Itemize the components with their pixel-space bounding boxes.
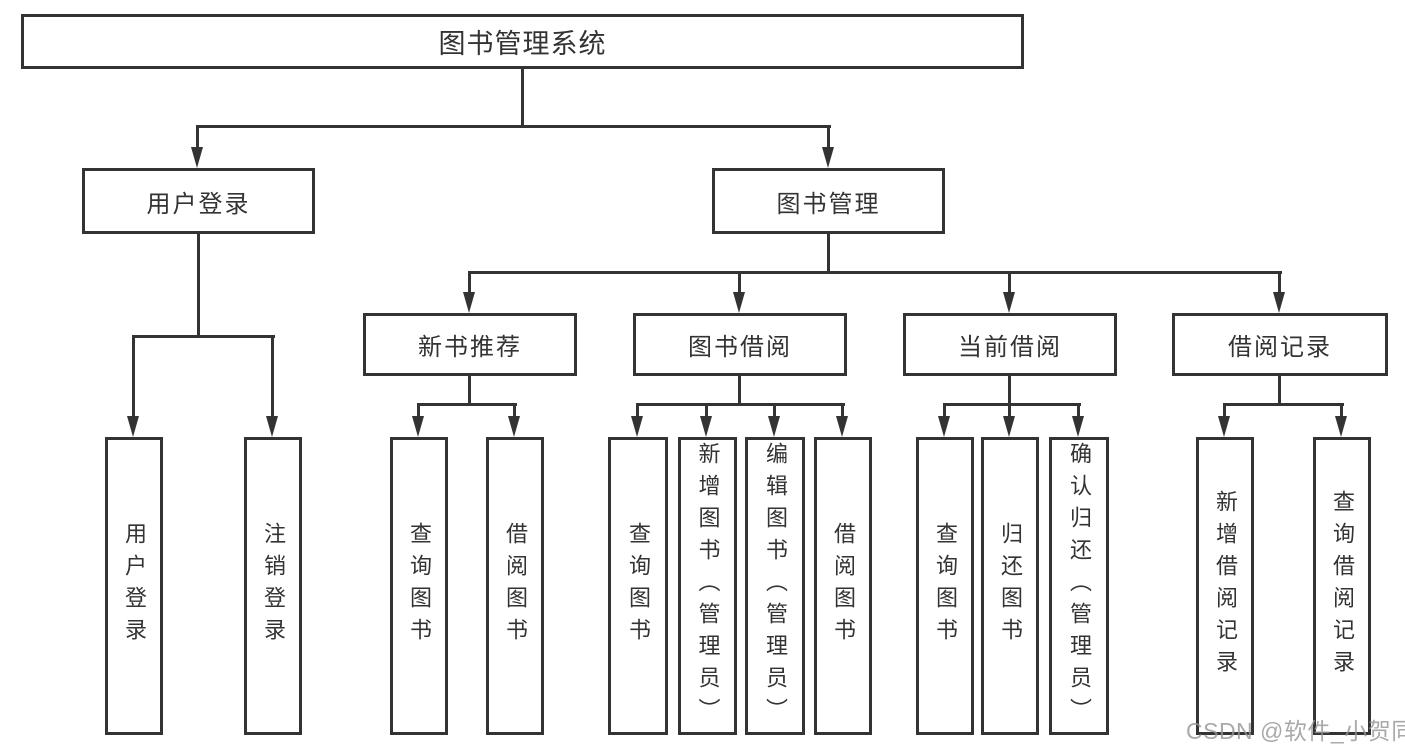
connector-newbooks-stub <box>468 375 471 406</box>
connector-borrowing-stub <box>738 375 741 406</box>
connector-stem <box>513 403 516 419</box>
node-user-login: 用户登录 <box>82 168 315 234</box>
leaf-records-query: 查询借阅记录 <box>1313 437 1371 735</box>
arrowhead-down-icon <box>1218 416 1230 437</box>
node-book-borrowing: 图书借阅 <box>633 313 847 376</box>
connector-stem <box>1223 403 1226 419</box>
arrowhead-down-icon <box>266 416 278 437</box>
connector-stem <box>1340 403 1343 419</box>
arrowhead-down-icon <box>733 292 745 313</box>
arrowhead-down-icon <box>631 416 643 437</box>
connector-current-rail <box>943 403 1081 406</box>
connector-bookmgmt-stub <box>827 234 830 274</box>
arrowhead-down-icon <box>1003 416 1015 437</box>
leaf-current-query: 查询图书 <box>916 437 974 735</box>
leaf-newbooks-query: 查询图书 <box>390 437 448 735</box>
connector-userlogin-rail <box>132 335 275 338</box>
arrowhead-down-icon <box>822 147 834 168</box>
node-current-borrowing: 当前借阅 <box>903 313 1117 376</box>
leaf-borrowing-query: 查询图书 <box>608 437 668 735</box>
connector-stem <box>841 403 844 419</box>
connector-root-stub <box>521 69 524 127</box>
arrowhead-down-icon <box>836 416 848 437</box>
leaf-newbooks-borrow: 借阅图书 <box>486 437 544 735</box>
arrowhead-down-icon <box>412 416 424 437</box>
arrowhead-down-icon <box>1003 292 1015 313</box>
connector-stem <box>1008 403 1011 419</box>
connector-stem <box>417 403 420 419</box>
connector-stem <box>132 335 135 418</box>
leaf-borrowing-add-admin: 新增图书（管理员） <box>678 437 737 735</box>
connector-borrowing-rail <box>636 403 845 406</box>
connector-stem <box>1077 403 1080 419</box>
connector-stem <box>271 335 274 418</box>
leaf-borrowing-borrow: 借阅图书 <box>814 437 872 735</box>
connector-stem <box>1278 271 1281 293</box>
connector-stem <box>943 403 946 419</box>
node-root: 图书管理系统 <box>21 14 1024 69</box>
leaf-logout: 注销登录 <box>244 437 302 735</box>
leaf-current-confirm-admin: 确认归还（管理员） <box>1049 437 1109 735</box>
connector-stem <box>705 403 708 419</box>
connector-stem <box>196 125 199 150</box>
csdn-watermark: CSDN @软件_小贺同学 <box>1186 718 1405 744</box>
arrowhead-down-icon <box>127 416 139 437</box>
connector-level3-rail <box>468 271 1282 274</box>
connector-stem <box>738 271 741 293</box>
connector-stem <box>636 403 639 419</box>
connector-records-stub <box>1278 375 1281 406</box>
arrowhead-down-icon <box>1335 416 1347 437</box>
connector-newbooks-rail <box>417 403 517 406</box>
connector-records-rail <box>1223 403 1344 406</box>
leaf-records-add: 新增借阅记录 <box>1196 437 1254 735</box>
arrowhead-down-icon <box>508 416 520 437</box>
connector-stem <box>827 125 830 150</box>
leaf-current-return: 归还图书 <box>981 437 1039 735</box>
connector-stem <box>468 271 471 293</box>
arrowhead-down-icon <box>700 416 712 437</box>
arrowhead-down-icon <box>938 416 950 437</box>
node-borrowing-records: 借阅记录 <box>1172 313 1388 376</box>
connector-level2-rail <box>196 125 831 128</box>
leaf-user-login: 用户登录 <box>105 437 163 735</box>
arrowhead-down-icon <box>768 416 780 437</box>
connector-userlogin-stub <box>197 234 200 338</box>
connector-stem <box>773 403 776 419</box>
arrowhead-down-icon <box>463 292 475 313</box>
arrowhead-down-icon <box>1273 292 1285 313</box>
node-new-book-recommend: 新书推荐 <box>363 313 577 376</box>
arrowhead-down-icon <box>191 147 203 168</box>
node-book-management: 图书管理 <box>712 168 945 234</box>
arrowhead-down-icon <box>1072 416 1084 437</box>
leaf-borrowing-edit-admin: 编辑图书（管理员） <box>745 437 805 735</box>
connector-current-stub <box>1008 375 1011 406</box>
connector-stem <box>1008 271 1011 293</box>
